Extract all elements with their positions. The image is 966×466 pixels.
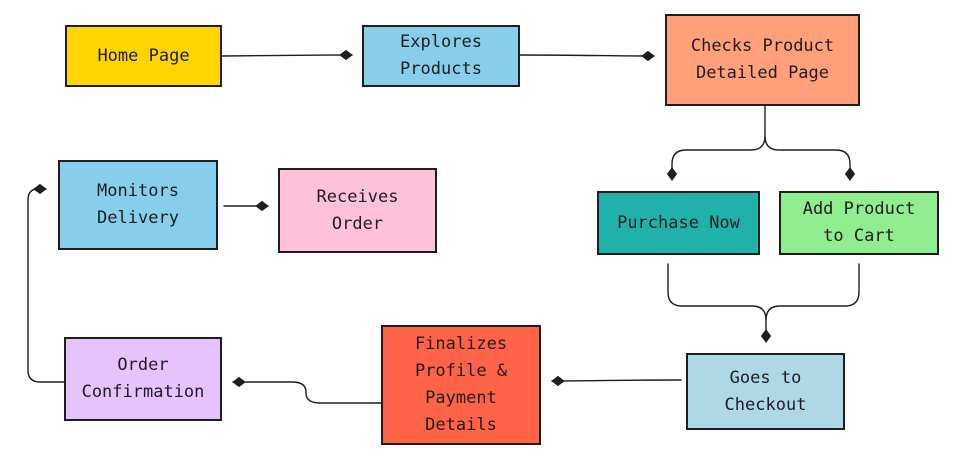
edge-explores-to-checks xyxy=(519,54,655,57)
node-monitors-delivery[interactable]: Monitors Delivery xyxy=(58,160,218,250)
edge-purchase-to-checkout xyxy=(667,263,767,343)
arrowhead-finalizes xyxy=(551,375,565,387)
arrowhead-addcart xyxy=(844,167,856,181)
arrowhead-receives xyxy=(255,200,269,212)
node-home-page[interactable]: Home Page xyxy=(65,25,222,87)
node-explores-products[interactable]: Explores Products xyxy=(362,25,520,87)
node-purchase-now[interactable]: Purchase Now xyxy=(597,191,760,255)
arrowhead-purchase xyxy=(666,167,678,181)
edge-checkout-to-finalizes xyxy=(551,379,682,382)
edge-home-to-explores xyxy=(221,54,353,57)
node-checks-product-detailed-page[interactable]: Checks Product Detailed Page xyxy=(665,14,860,106)
edge-addcart-to-checkout xyxy=(765,263,860,321)
edge-checks-to-addcart xyxy=(764,135,851,181)
node-finalizes-profile-payment-details[interactable]: Finalizes Profile & Payment Details xyxy=(381,325,541,445)
node-receives-order[interactable]: Receives Order xyxy=(278,168,437,253)
arrowhead-checkout xyxy=(760,329,772,343)
node-order-confirmation[interactable]: Order Confirmation xyxy=(64,337,222,421)
arrowhead-confirmation xyxy=(232,376,246,388)
node-goes-to-checkout[interactable]: Goes to Checkout xyxy=(686,353,845,430)
node-add-product-to-cart[interactable]: Add Product to Cart xyxy=(779,191,939,255)
arrowhead-checks xyxy=(641,50,655,62)
edge-finalizes-to-confirmation xyxy=(232,381,382,404)
arrowhead-explores xyxy=(339,49,353,61)
arrowhead-monitors xyxy=(33,183,47,195)
edge-confirmation-to-monitors xyxy=(27,188,65,383)
edge-checks-to-purchase xyxy=(671,105,766,181)
